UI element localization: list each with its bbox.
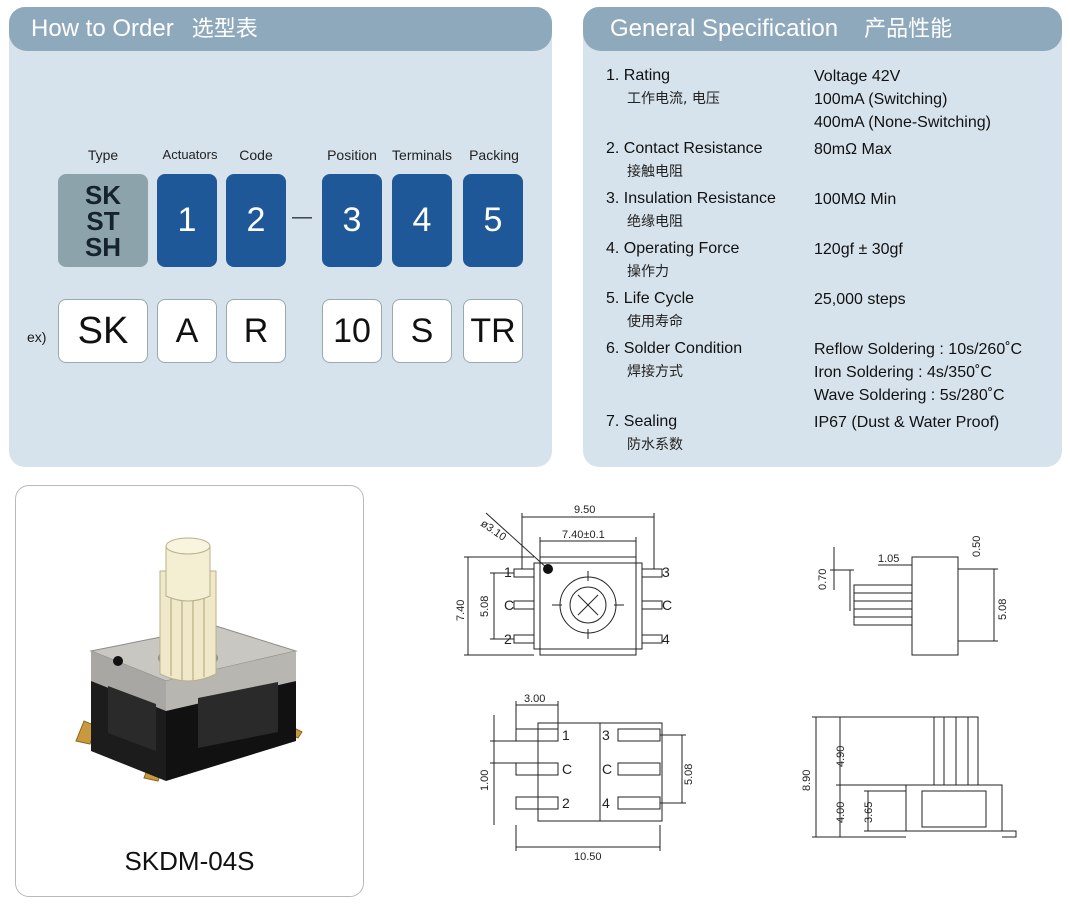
dim-foot-3: 5.08 [683,764,695,785]
code-box-5: 5 [463,174,523,267]
spec-solder-value-2: Iron Soldering : 4s/350˚C [814,364,992,381]
how-to-order-title: How to Order [31,15,174,42]
spec-rating-label: 1. Rating [606,67,671,84]
dim-side-4: 5.08 [997,599,1009,620]
dim-hole: ø3.10 [478,518,508,544]
dim-front-3: 4.00 [835,802,847,823]
header-actuators: Actuators [162,147,218,162]
header-code: Code [239,147,273,163]
general-spec-title: General Specification [610,15,839,42]
general-spec-title-cn: 产品性能 [864,17,953,42]
type-code-sh: SH [84,231,122,262]
header-type: Type [87,147,119,163]
header-terminals: Terminals [392,147,452,163]
spec-contact-value: 80mΩ Max [814,141,892,158]
product-photo-panel: SKDM-04S [15,485,364,897]
example-a: A [157,299,217,363]
type-code-sk: SK [84,179,122,210]
dim-width-inner: 7.40±0.1 [562,529,605,541]
code-box-2: 2 [226,174,286,267]
dim-width-outer: 9.50 [574,504,595,516]
code-dash: — [292,206,312,228]
foot-pin-3: 3 [602,727,610,743]
example-s: S [392,299,452,363]
spec-rating-value-1: Voltage 42V [814,68,901,85]
dimension-drawings: ø3.10 9.50 7.40±0.1 7.40 5.08 1 C 2 3 C … [455,504,1017,863]
top-view-body [539,556,637,656]
pin-2: 2 [504,631,512,647]
dim-side-2: 0.50 [971,536,983,557]
example-10: 10 [322,299,382,363]
spec-force-value: 120gf ± 30gf [814,241,903,258]
code-box-3: 3 [322,174,382,267]
spec-solder-value-1: Reflow Soldering : 10s/260˚C [814,341,1023,358]
example-label: ex) [27,329,47,345]
spec-rating-cn: 工作电流, 电压 [627,91,720,107]
dim-foot-4: 10.50 [574,851,602,863]
pin-1: 1 [504,564,512,580]
spec-sealing-label: 7. Sealing [606,413,678,430]
dim-height-left: 7.40 [455,600,467,621]
spec-solder-value-3: Wave Soldering : 5s/280˚C [814,387,1005,404]
spec-insulation-cn: 绝缘电阻 [627,214,683,230]
header-packing: Packing [469,147,519,163]
how-to-order-title-cn: 选型表 [191,17,258,42]
dim-front-4: 3.65 [863,802,875,823]
foot-pin-1: 1 [562,727,570,743]
spec-contact-cn: 接触电阻 [627,164,683,180]
dim-front-2: 8.90 [801,770,813,791]
dim-side-1: 1.05 [878,553,899,565]
dim-height-inner: 5.08 [479,596,491,617]
dim-front-1: 4.90 [835,746,847,767]
spec-sealing-value: IP67 (Dust & Water Proof) [814,414,1000,431]
foot-pin-c-left: C [562,761,572,777]
spec-solder-cn: 焊接方式 [627,364,683,380]
spec-contact-label: 2. Contact Resistance [606,140,763,157]
general-spec-panel: General Specification 产品性能 [583,7,1062,467]
type-code-st: ST [86,205,120,236]
header-position: Position [327,147,377,163]
how-to-order-header: How to Order 选型表 [9,7,552,51]
pin-3: 3 [662,564,670,580]
dim-foot-1: 3.00 [524,693,545,705]
side-view-body [911,556,959,656]
foot-pin-2: 2 [562,795,570,811]
foot-pin-c-right: C [602,761,612,777]
code-box-4: 4 [392,174,452,267]
spec-rating-value-2: 100mA (Switching) [814,91,948,108]
product-model: SKDM-04S [124,846,255,876]
spec-sealing-cn: 防水系数 [627,437,683,453]
spec-insulation-value: 100MΩ Min [814,191,897,208]
front-view-body [905,784,1003,832]
pin-c-left: C [504,597,514,613]
dim-foot-2: 1.00 [479,770,491,791]
code-box-1: 1 [157,174,217,267]
spec-life-value: 25,000 steps [814,291,906,308]
spec-force-cn: 操作力 [627,264,669,280]
spec-insulation-label: 3. Insulation Resistance [606,190,776,207]
dim-side-3: 0.70 [817,569,829,590]
type-code-box: SK ST SH [58,174,148,267]
example-sk: SK [58,299,148,363]
general-spec-header: General Specification 产品性能 [583,7,1062,51]
example-r: R [226,299,286,363]
spec-force-label: 4. Operating Force [606,240,740,257]
spec-solder-label: 6. Solder Condition [606,340,743,357]
pin-4: 4 [662,631,670,647]
spec-life-label: 5. Life Cycle [606,290,695,307]
spec-life-cn: 使用寿命 [627,314,683,330]
product-image [75,537,303,782]
example-tr: TR [463,299,523,363]
foot-pin-4: 4 [602,795,610,811]
spec-rating-value-3: 400mA (None-Switching) [814,114,991,131]
pin-c-right: C [662,597,672,613]
